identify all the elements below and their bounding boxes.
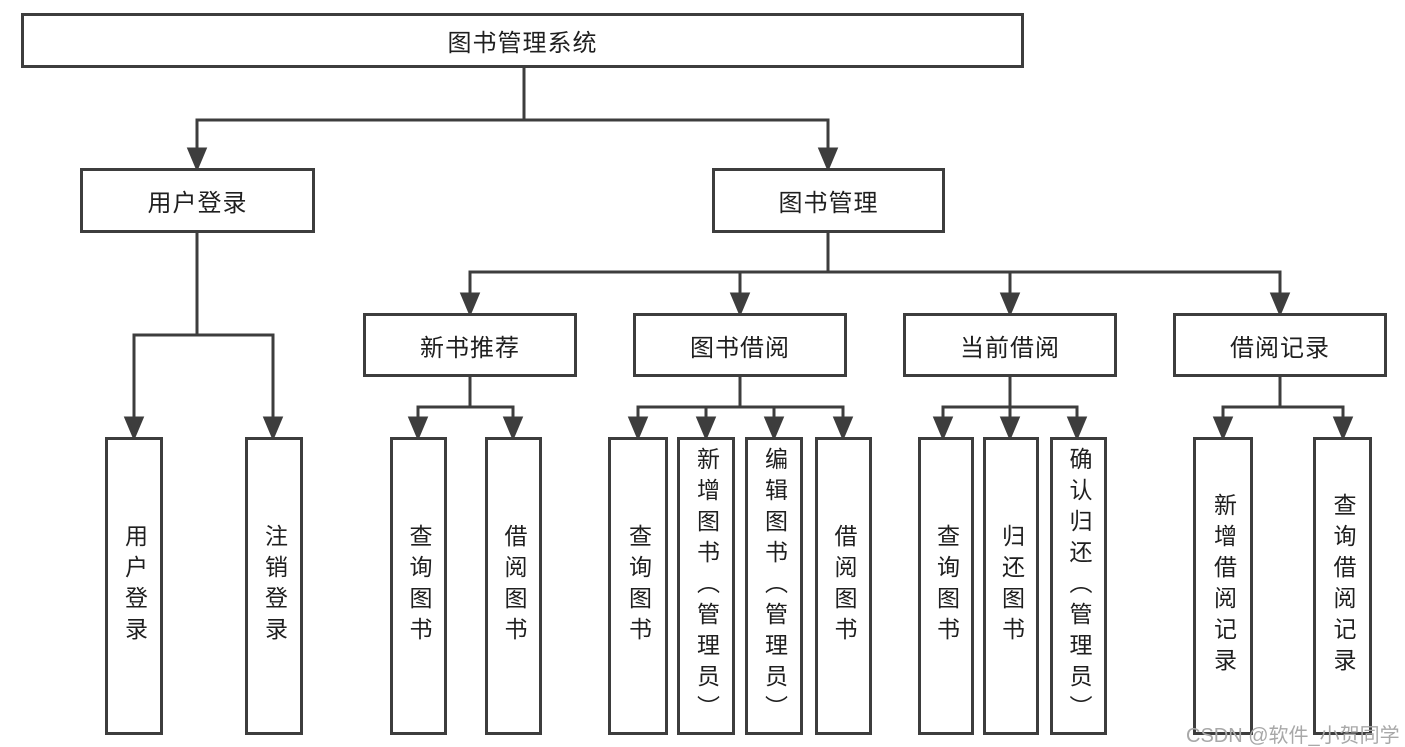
connector-book-borrow-children xyxy=(627,375,854,441)
leaf-query-books-current: 查询图书 xyxy=(918,437,974,735)
leaf-borrow-books-recommend-label: 借阅图书 xyxy=(501,524,527,648)
node-current-borrow: 当前借阅 xyxy=(903,313,1117,377)
leaf-edit-books-admin: 编辑图书（管理员） xyxy=(745,437,803,735)
leaf-add-borrow-record-label: 新增借阅记录 xyxy=(1210,493,1237,679)
node-book-management: 图书管理 xyxy=(712,168,945,233)
leaf-borrow-books: 借阅图书 xyxy=(815,437,872,735)
leaf-confirm-return-admin-label: 确认归还（管理员） xyxy=(1066,446,1092,726)
leaf-query-books-recommend-label: 查询图书 xyxy=(406,524,432,648)
leaf-confirm-return-admin: 确认归还（管理员） xyxy=(1050,437,1107,735)
leaf-query-books-borrow-label: 查询图书 xyxy=(625,524,652,648)
leaf-query-books-recommend: 查询图书 xyxy=(390,437,447,735)
connector-book-management-sections xyxy=(459,231,1291,317)
node-new-book-recommend: 新书推荐 xyxy=(363,313,577,377)
leaf-user-login: 用户登录 xyxy=(105,437,163,735)
leaf-user-login-label: 用户登录 xyxy=(121,524,148,648)
node-library-system-label: 图书管理系统 xyxy=(447,30,598,57)
leaf-return-books: 归还图书 xyxy=(983,437,1039,735)
connector-new-book-recommend-children xyxy=(407,375,524,441)
watermark: CSDN @软件_小贺同学 xyxy=(1186,725,1400,747)
node-borrow-records: 借阅记录 xyxy=(1173,313,1387,377)
leaf-logout-login-label: 注销登录 xyxy=(261,524,288,648)
connector-root-to-level2 xyxy=(186,66,839,172)
leaf-logout-login: 注销登录 xyxy=(245,437,303,735)
leaf-add-books-admin-label: 新增图书（管理员） xyxy=(693,446,720,726)
leaf-edit-books-admin-label: 编辑图书（管理员） xyxy=(761,446,788,726)
leaf-query-books-borrow: 查询图书 xyxy=(608,437,668,735)
node-current-borrow-label: 当前借阅 xyxy=(960,334,1060,362)
node-book-borrow-label: 图书借阅 xyxy=(690,334,790,362)
node-borrow-records-label: 借阅记录 xyxy=(1230,334,1330,362)
leaf-return-books-label: 归还图书 xyxy=(998,524,1025,648)
connector-user-login-children xyxy=(123,231,284,441)
leaf-add-borrow-record: 新增借阅记录 xyxy=(1193,437,1253,735)
node-new-book-recommend-label: 新书推荐 xyxy=(420,334,520,362)
node-library-system: 图书管理系统 xyxy=(21,13,1024,68)
leaf-add-books-admin: 新增图书（管理员） xyxy=(677,437,735,735)
leaf-query-borrow-record: 查询借阅记录 xyxy=(1313,437,1372,735)
leaf-query-borrow-record-label: 查询借阅记录 xyxy=(1330,493,1356,679)
leaf-query-books-current-label: 查询图书 xyxy=(933,524,960,648)
leaf-borrow-books-label: 借阅图书 xyxy=(831,524,857,648)
leaf-borrow-books-recommend: 借阅图书 xyxy=(485,437,542,735)
node-user-login-label: 用户登录 xyxy=(147,190,248,217)
node-book-borrow: 图书借阅 xyxy=(633,313,847,377)
node-book-management-label: 图书管理 xyxy=(778,190,879,217)
node-user-login: 用户登录 xyxy=(80,168,315,233)
connector-current-borrow-children xyxy=(932,375,1088,441)
connector-borrow-records-children xyxy=(1212,375,1354,441)
